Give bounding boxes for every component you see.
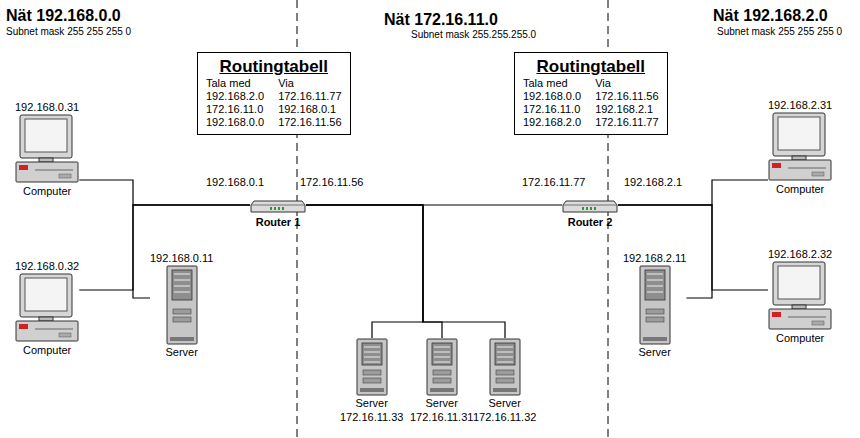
server-node: Server172.16.11.33 (340, 338, 403, 424)
server-node: 192.168.2.11Server (623, 251, 686, 359)
router-node: Router 1 (250, 197, 306, 229)
device-label: 192.168.0.31 (15, 100, 79, 114)
device-label: Router 1 (256, 215, 301, 229)
device-icon (488, 338, 522, 396)
device-label: Computer (776, 331, 824, 345)
computer-node: 192.168.0.32Computer (15, 259, 79, 357)
device-label: 192.168.0.32 (15, 259, 79, 273)
table-cell: 192.168.2.0 (206, 90, 264, 103)
table-cell: 192.168.0.0 (523, 90, 581, 103)
table-heading: Routingtabell (206, 56, 342, 77)
device-label: Server (356, 396, 388, 410)
table-cell: 172.16.11.56 (595, 90, 658, 103)
subnet-mask-note: Subnet mask 255.255.255.0 (410, 29, 537, 41)
interface-address: 192.168.2.1 (623, 176, 683, 189)
table-cell: Via (278, 77, 341, 90)
server-node: Server172.16.11.32 (473, 338, 536, 424)
device-label: 192.168.0.11 (150, 251, 213, 265)
table-cell: 172.16.11.77 (278, 90, 341, 103)
server-icon (488, 338, 522, 396)
table-cell: 172.16.11.56 (278, 116, 341, 129)
network-cable (306, 205, 423, 338)
device-label: Computer (776, 182, 824, 196)
table-cell: 192.168.2.1 (595, 103, 658, 116)
server-node: Server172.16.11.31 (410, 338, 473, 424)
network-cable (306, 205, 505, 338)
subnet-mask-note: Subnet mask 255 255 255 0 (5, 26, 132, 38)
routing-table-box: RoutingtabellTala medVia192.168.2.0172.1… (197, 52, 351, 135)
server-icon (165, 265, 199, 345)
interface-address: 172.16.11.77 (521, 176, 586, 189)
server-icon (425, 338, 459, 396)
device-label: 192.168.2.32 (768, 247, 832, 261)
device-icon (15, 114, 79, 184)
table-cell: Via (595, 77, 658, 90)
device-icon (562, 197, 618, 215)
interface-address: 192.168.0.1 (205, 176, 265, 189)
table-cell: Tala med (206, 77, 264, 90)
server-icon (638, 265, 672, 345)
interface-address: 172.16.11.56 (299, 176, 364, 189)
computer-node: 192.168.2.32Computer (768, 247, 832, 345)
device-icon (355, 338, 389, 396)
device-label: Computer (23, 343, 71, 357)
device-label: 192.168.2.11 (623, 251, 686, 265)
table-cell: 172.16.11.0 (523, 103, 581, 116)
network-title: Nät 172.16.11.0 (383, 10, 499, 29)
computer-icon (768, 112, 832, 182)
network-cable (306, 205, 442, 338)
routing-table-box: RoutingtabellTala medVia192.168.0.0172.1… (514, 52, 668, 135)
device-icon (250, 197, 306, 215)
computer-icon (768, 261, 832, 331)
computer-node: 192.168.2.31Computer (768, 98, 832, 196)
router-node: Router 2 (562, 197, 618, 229)
device-icon (425, 338, 459, 396)
device-label: Server (426, 396, 458, 410)
subnet-mask-note: Subnet mask 255 255 255 0 (716, 26, 843, 38)
table-cell: 172.16.11.0 (206, 103, 264, 116)
device-icon (638, 265, 672, 345)
device-label: Server (639, 345, 671, 359)
device-label: 172.16.11.32 (473, 410, 536, 424)
server-node: 192.168.0.11Server (150, 251, 213, 359)
device-icon (165, 265, 199, 345)
table-heading: Routingtabell (523, 56, 659, 77)
device-label: Computer (23, 184, 71, 198)
device-label: Server (166, 345, 198, 359)
computer-icon (15, 273, 79, 343)
computer-node: 192.168.0.31Computer (15, 100, 79, 198)
table-cell: 192.168.0.0 (206, 116, 264, 129)
network-cable (79, 205, 250, 290)
device-icon (768, 112, 832, 182)
device-label: 192.168.2.31 (768, 98, 832, 112)
router-icon (562, 197, 618, 215)
table-cell: 192.168.0.1 (278, 103, 341, 116)
network-title: Nät 192.168.2.0 (712, 6, 829, 25)
router-icon (250, 197, 306, 215)
table-cell: 172.16.11.77 (595, 116, 658, 129)
computer-icon (15, 114, 79, 184)
table-cell: Tala med (523, 77, 581, 90)
device-icon (15, 273, 79, 343)
server-icon (355, 338, 389, 396)
device-label: 172.16.11.31 (410, 410, 473, 424)
table-cell: 192.168.2.0 (523, 116, 581, 129)
device-label: Server (489, 396, 521, 410)
network-title: Nät 192.168.0.0 (5, 6, 122, 25)
device-label: Router 2 (568, 215, 613, 229)
device-label: 172.16.11.33 (340, 410, 403, 424)
device-icon (768, 261, 832, 331)
